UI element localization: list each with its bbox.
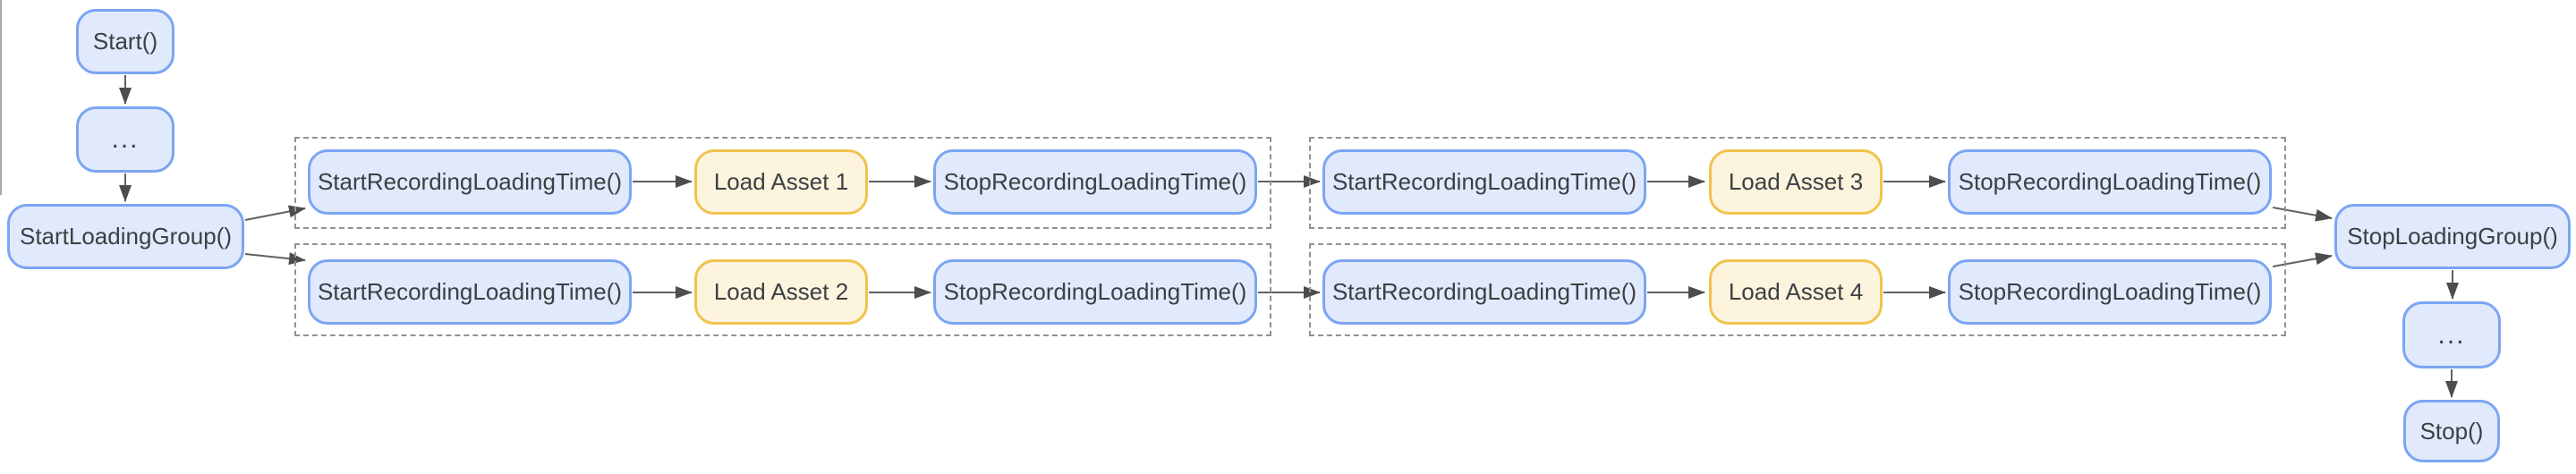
node-start-recording-g1r2: StartRecordingLoadingTime()	[308, 259, 632, 325]
screen-edge-artifact-line	[0, 0, 2, 195]
loading-group-1-row-1-boundary	[294, 137, 1271, 229]
node-start-recording-g1r1: StartRecordingLoadingTime()	[308, 149, 632, 215]
node-start-recording-g2r2: StartRecordingLoadingTime()	[1322, 259, 1646, 325]
node-load-asset-2: Load Asset 2	[694, 259, 868, 325]
node-stop-recording-g2r1: StopRecordingLoadingTime()	[1948, 149, 2272, 215]
node-ellipsis-after-group: ...	[2402, 301, 2501, 368]
node-stop: Stop()	[2403, 400, 2500, 462]
node-ellipsis-before-group: ...	[76, 106, 174, 173]
node-stop-recording-g2r2: StopRecordingLoadingTime()	[1948, 259, 2272, 325]
node-load-asset-1: Load Asset 1	[694, 149, 868, 215]
node-load-asset-3: Load Asset 3	[1709, 149, 1883, 215]
node-start-loading-group: StartLoadingGroup()	[7, 204, 244, 269]
node-start: Start()	[76, 9, 174, 74]
node-stop-recording-g1r1: StopRecordingLoadingTime()	[933, 149, 1257, 215]
loading-group-1-row-2-boundary	[294, 243, 1271, 336]
node-stop-recording-g1r2: StopRecordingLoadingTime()	[933, 259, 1257, 325]
node-load-asset-4: Load Asset 4	[1709, 259, 1883, 325]
node-stop-loading-group: StopLoadingGroup()	[2334, 204, 2571, 269]
node-start-recording-g2r1: StartRecordingLoadingTime()	[1322, 149, 1646, 215]
